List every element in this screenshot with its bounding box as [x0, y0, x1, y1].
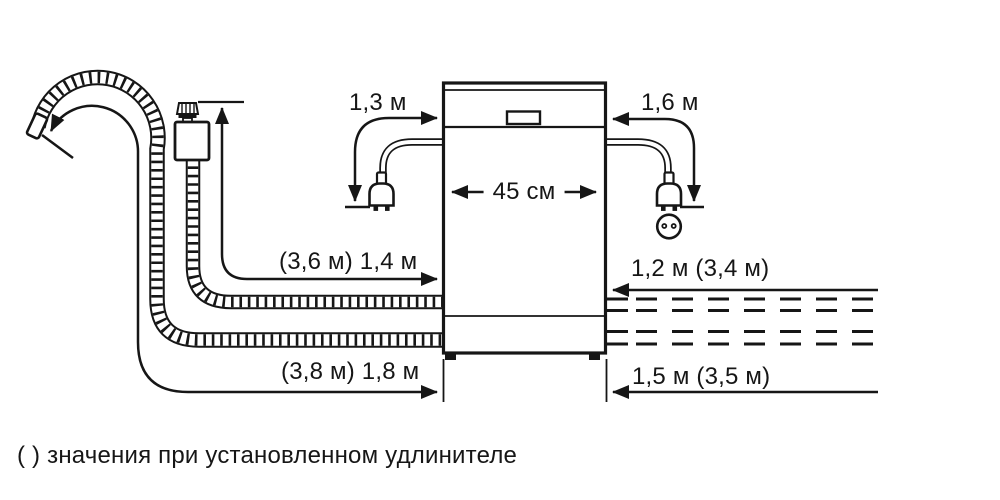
- extension-hoses-dashed: [607, 297, 878, 346]
- dishwasher-graphic: [441, 81, 608, 360]
- drain-end-tick: [41, 133, 74, 160]
- aquastop-valve-icon: [173, 102, 211, 162]
- cord-left-dimension-line: [348, 111, 438, 202]
- dishwasher-foot-left: [445, 354, 456, 360]
- plug-right-icon: [655, 171, 683, 211]
- power-cord-left-graphic: [379, 138, 443, 175]
- supply-hose-length-label: (3,6 м) 1,4 м: [279, 248, 418, 275]
- appliance-width-label: 45 см: [483, 179, 565, 204]
- extension-top-length-label: 1,2 м (3,4 м): [631, 255, 770, 282]
- dishwasher-foot-right: [589, 354, 600, 360]
- drain-dimension-line: [49, 104, 438, 399]
- supply-hose-graphic: [185, 158, 443, 310]
- dishwasher-handle: [505, 110, 542, 126]
- power-cord-right-graphic: [604, 138, 672, 175]
- cord-right-length-label: 1,6 м: [641, 89, 699, 116]
- extension-bottom-length-label: 1,5 м (3,5 м): [632, 363, 771, 390]
- drain-hose-length-label: (3,8 м) 1,8 м: [281, 358, 420, 385]
- drain-hose-end-cap-icon: [25, 112, 49, 140]
- cord-left-length-label: 1,3 м: [349, 89, 407, 116]
- cord-right-dimension-line: [612, 112, 701, 202]
- plug-left-icon: [368, 171, 395, 211]
- legend-caption: ( ) значения при установленном удлинител…: [17, 442, 518, 469]
- socket-icon: [655, 213, 683, 240]
- supply-dimension-line: [215, 107, 438, 286]
